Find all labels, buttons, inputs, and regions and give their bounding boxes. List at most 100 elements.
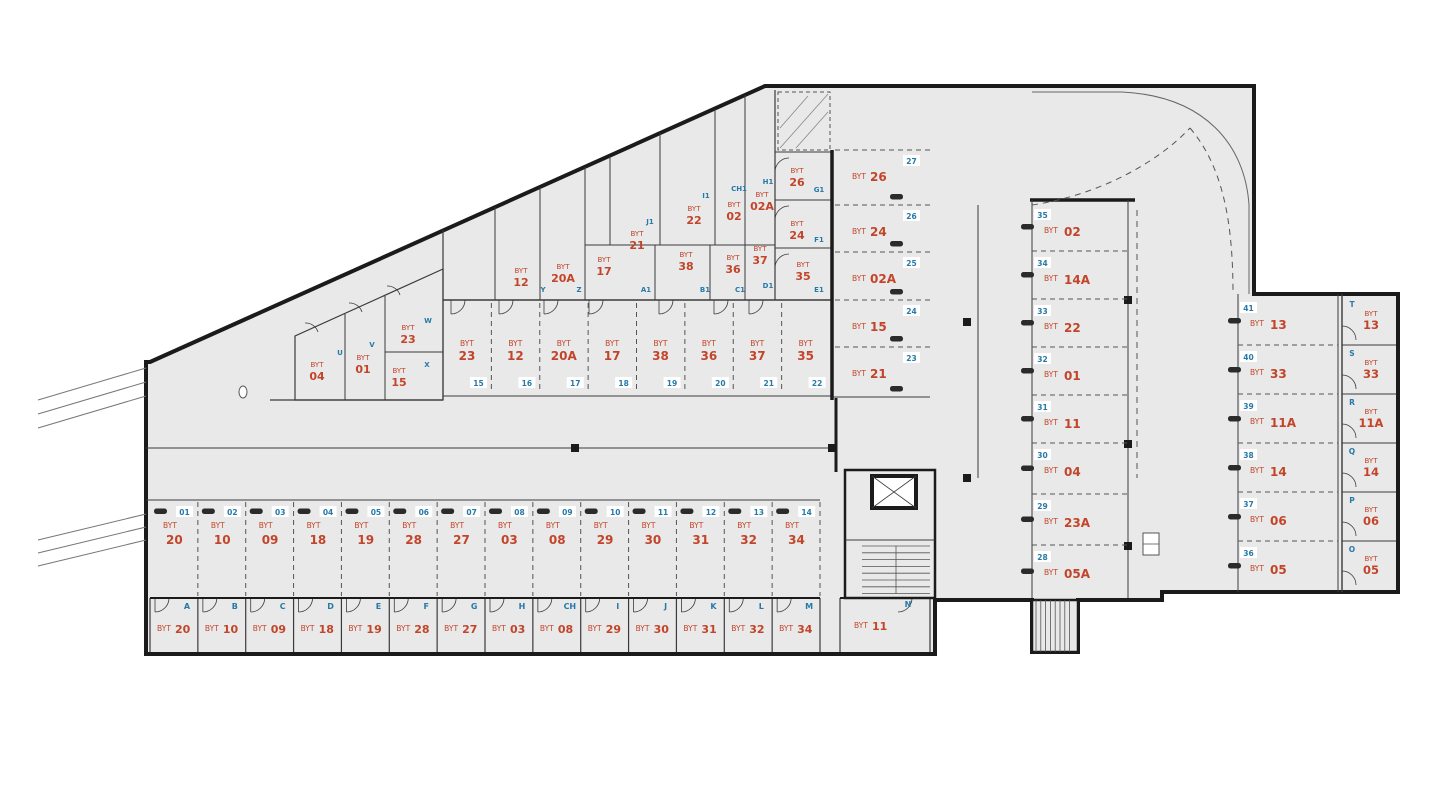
wheel-stop xyxy=(201,508,215,514)
byt-prefix: BYT xyxy=(737,521,751,530)
byt-prefix: BYT xyxy=(1044,226,1058,235)
spot-number-tag xyxy=(367,506,385,517)
spot-number-tag xyxy=(510,506,528,517)
byt-prefix: BYT xyxy=(1365,457,1379,465)
byt-prefix: BYT xyxy=(680,251,694,259)
spot-number-tag xyxy=(750,506,768,517)
byt-number: 09 xyxy=(271,623,286,636)
wheel-stop xyxy=(890,336,903,342)
byt-prefix: BYT xyxy=(702,339,716,348)
spot-number: 14 xyxy=(801,508,811,517)
cell-letter: G1 xyxy=(814,186,825,194)
spot-number: 38 xyxy=(1243,451,1253,460)
wheel-stop xyxy=(890,241,903,247)
byt-prefix: BYT xyxy=(728,201,742,209)
byt-number: 15 xyxy=(870,320,887,334)
spot-number: 01 xyxy=(179,508,189,517)
cell-letter: A1 xyxy=(641,286,651,294)
spot-number-tag xyxy=(903,257,920,268)
byt-prefix: BYT xyxy=(1250,417,1264,426)
spot-number-tag xyxy=(1240,302,1257,313)
shaft-outline xyxy=(777,91,831,151)
byt-number: 17 xyxy=(604,349,621,363)
byt-number: 32 xyxy=(749,623,764,636)
byt-prefix: BYT xyxy=(1365,506,1379,514)
door-arc xyxy=(1341,325,1357,341)
spot-number-tag xyxy=(903,352,920,363)
byt-prefix: BYT xyxy=(642,521,656,530)
wheel-stop xyxy=(890,289,903,295)
byt-prefix: BYT xyxy=(259,521,273,530)
wheel-stop xyxy=(1021,465,1034,471)
spot-number: 16 xyxy=(522,379,532,388)
byt-prefix: BYT xyxy=(1044,568,1058,577)
wheel-stop xyxy=(1021,568,1034,574)
byt-prefix: BYT xyxy=(785,521,799,530)
spot-number: 09 xyxy=(562,508,572,517)
door-arc xyxy=(498,299,514,315)
byt-prefix: BYT xyxy=(731,624,745,633)
byt-number: 03 xyxy=(501,533,518,547)
cell-letter: L xyxy=(759,602,764,611)
byt-number: 11A xyxy=(1270,416,1297,430)
spot-number: 34 xyxy=(1037,259,1047,268)
door-arc xyxy=(1341,521,1357,537)
spot-number-tag xyxy=(606,506,624,517)
byt-prefix: BYT xyxy=(688,205,702,213)
spot-number: 12 xyxy=(706,508,716,517)
byt-prefix: BYT xyxy=(754,245,768,253)
wheel-stop xyxy=(1021,368,1034,374)
cell-letter: X xyxy=(424,361,430,369)
byt-number: 26 xyxy=(789,176,805,189)
spot-number: 17 xyxy=(570,379,580,388)
spot-number-tag xyxy=(1034,353,1051,364)
byt-number: 05 xyxy=(1270,563,1287,577)
shaft-hatch xyxy=(779,95,809,129)
byt-number: 21 xyxy=(629,239,644,252)
byt-prefix: BYT xyxy=(1250,466,1264,475)
door-arc xyxy=(543,299,559,315)
wheel-stop xyxy=(1228,318,1241,324)
byt-prefix: BYT xyxy=(1250,515,1264,524)
spot-number: 27 xyxy=(906,157,916,166)
wheel-stop xyxy=(154,508,167,514)
wheel-stop xyxy=(441,508,455,514)
byt-prefix: BYT xyxy=(852,227,866,236)
byt-prefix: BYT xyxy=(211,521,225,530)
byt-prefix: BYT xyxy=(498,521,512,530)
byt-prefix: BYT xyxy=(557,339,571,348)
byt-number: 11 xyxy=(1064,417,1081,431)
door-arc xyxy=(348,302,363,313)
door-arc xyxy=(588,299,604,315)
byt-prefix: BYT xyxy=(852,322,866,331)
byt-number: 06 xyxy=(1270,514,1287,528)
byt-prefix: BYT xyxy=(393,367,407,375)
spot-number: 35 xyxy=(1037,211,1047,220)
byt-number: 11A xyxy=(1359,416,1384,430)
cell-letter: C xyxy=(280,602,286,611)
spot-number-tag xyxy=(271,506,289,517)
spot-number: 05 xyxy=(371,508,381,517)
byt-number: 13 xyxy=(1363,318,1379,332)
byt-number: 33 xyxy=(1270,367,1287,381)
spot-number-tag xyxy=(663,377,681,388)
spot-number-tag xyxy=(415,506,433,517)
door-arc xyxy=(748,299,764,315)
byt-number: 38 xyxy=(652,349,669,363)
byt-prefix: BYT xyxy=(854,621,868,630)
spot-number-tag xyxy=(1240,449,1257,460)
spot-number: 08 xyxy=(514,508,524,517)
wheel-stop xyxy=(1228,465,1241,471)
elevator-cross xyxy=(871,475,917,509)
byt-prefix: BYT xyxy=(450,521,464,530)
byt-prefix: BYT xyxy=(727,254,741,262)
spot-number-tag xyxy=(1034,449,1051,460)
door-arc xyxy=(1341,374,1357,390)
door-arc xyxy=(489,597,505,613)
spot-number: 37 xyxy=(1243,500,1253,509)
spot-number: 11 xyxy=(658,508,668,517)
cell-letter: I xyxy=(616,602,619,611)
wheel-stop xyxy=(1228,367,1241,373)
cell-letter: D xyxy=(327,602,334,611)
byt-prefix: BYT xyxy=(799,339,813,348)
